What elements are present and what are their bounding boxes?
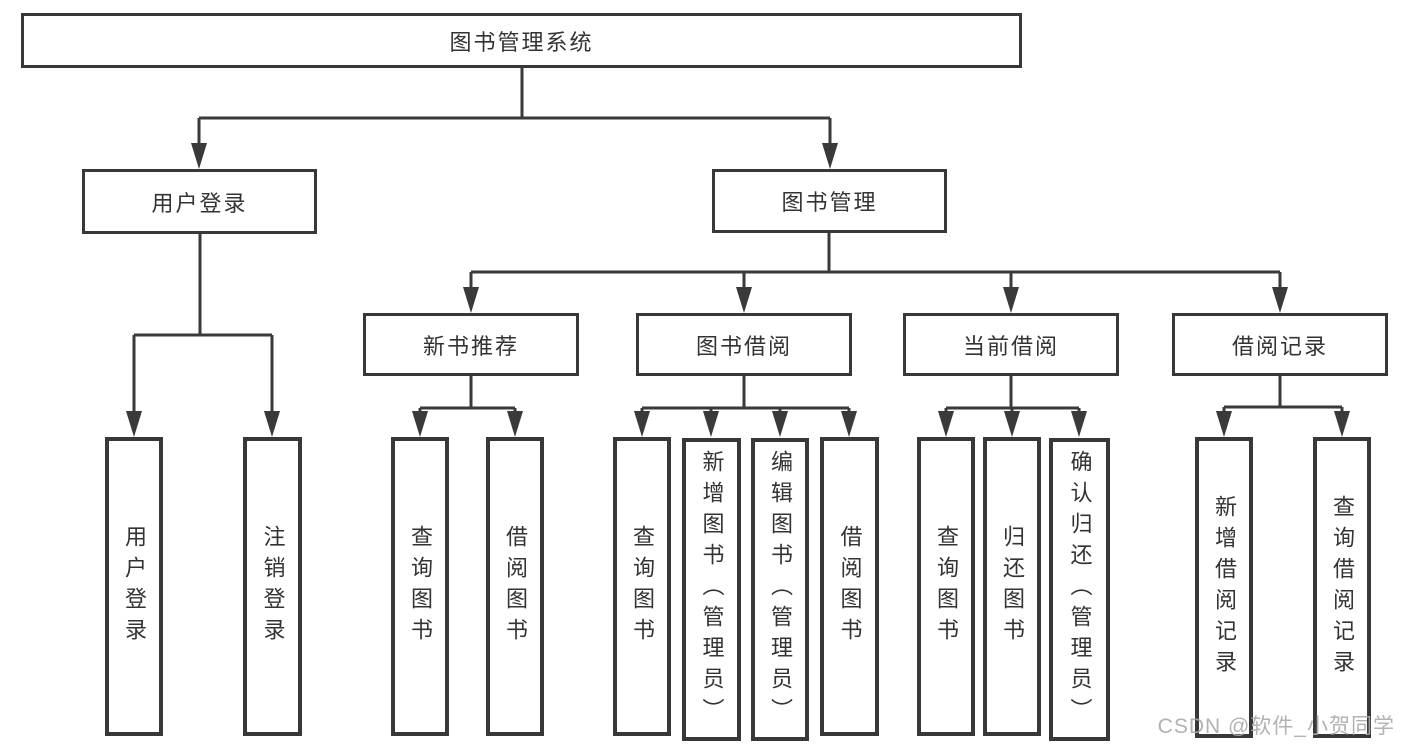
leaf-label: 用户登录 [122,524,147,649]
leaf-confirm-return-admin: 确认归还（管理员） [1049,438,1110,741]
node-label: 图书借阅 [695,333,792,359]
node-label: 新书推荐 [422,333,519,359]
leaf-label: 查询借阅记录 [1330,494,1355,681]
leaf-query-books-borrowing: 查询图书 [613,437,671,736]
leaf-label: 确认归还（管理员） [1067,450,1093,729]
leaf-query-books-recommend: 查询图书 [391,437,449,736]
leaf-label: 查询图书 [630,524,655,649]
leaf-label: 新增图书（管理员） [699,450,725,729]
leaf-query-books-current: 查询图书 [917,437,975,736]
leaf-label: 借阅图书 [837,524,863,649]
node-label: 用户登录 [151,190,248,216]
leaf-add-borrow-record: 新增借阅记录 [1195,437,1253,738]
node-label: 图书管理系统 [449,29,594,55]
leaf-borrow-books-recommend: 借阅图书 [486,437,544,736]
node-book-borrowing: 图书借阅 [636,313,852,376]
node-borrowing-records: 借阅记录 [1172,313,1388,376]
leaf-label: 新增借阅记录 [1212,494,1237,681]
node-current-borrowing: 当前借阅 [903,313,1119,376]
node-label: 图书管理 [781,190,878,215]
node-label: 当前借阅 [962,333,1059,359]
node-new-book-recommend: 新书推荐 [363,313,579,376]
node-book-management: 图书管理 [712,169,947,233]
leaf-borrow-books-borrowing: 借阅图书 [820,437,879,736]
leaf-label: 借阅图书 [503,524,528,649]
node-label: 借阅记录 [1231,333,1328,359]
node-library-management-system: 图书管理系统 [21,13,1022,68]
csdn-watermark: CSDN @软件_小贺同学 [1157,715,1395,738]
leaf-add-books-admin: 新增图书（管理员） [682,438,741,741]
leaf-label: 归还图书 [1000,524,1025,649]
leaf-logout: 注销登录 [243,437,302,736]
leaf-label: 编辑图书（管理员） [768,450,793,729]
arrowhead-icons [126,143,1350,437]
leaf-user-login: 用户登录 [105,437,163,736]
leaf-label: 注销登录 [260,524,286,649]
leaf-label: 查询图书 [934,524,959,649]
leaf-label: 查询图书 [408,524,433,649]
leaf-return-books: 归还图书 [983,437,1041,736]
node-user-login: 用户登录 [82,169,317,234]
leaf-query-borrow-record: 查询借阅记录 [1313,437,1371,738]
leaf-edit-books-admin: 编辑图书（管理员） [751,438,809,741]
